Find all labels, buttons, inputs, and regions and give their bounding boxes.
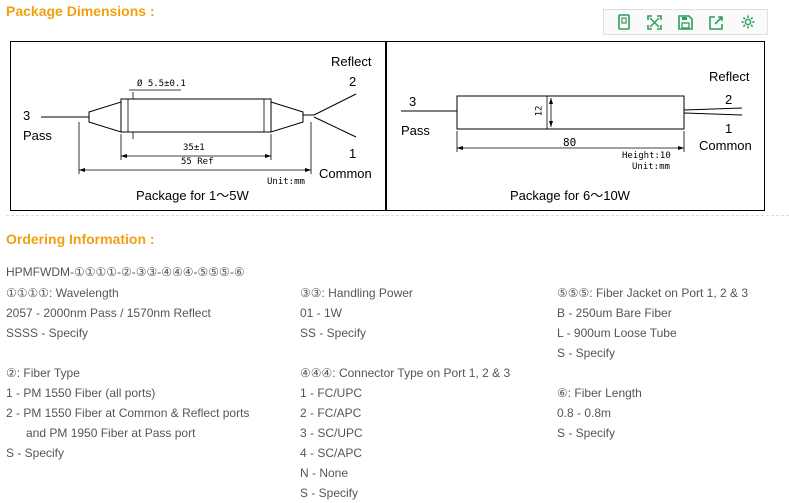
save-icon[interactable]: [675, 11, 697, 33]
port-2-label: 2: [725, 92, 733, 107]
ordering-column-1: ①①①①: Wavelength 2057 - 2000nm Pass / 15…: [6, 283, 249, 463]
connector-type-option: 1 - FC/UPC: [300, 386, 363, 400]
fiber-jacket-title: ⑤⑤⑤: Fiber Jacket on Port 1, 2 & 3: [557, 286, 749, 300]
connector-type-option: 2 - FC/APC: [300, 406, 362, 420]
fiber-type-title: ②: Fiber Type: [6, 366, 80, 380]
overall-length-dimension: 55 Ref: [181, 157, 214, 167]
package-6-10w-figure: Reflect 2 3 Pass 1 Common 12 80 Height:1…: [386, 41, 765, 211]
connector-type-option: 3 - SC/UPC: [300, 426, 363, 440]
port-2-label: 2: [349, 74, 357, 89]
pass-label: Pass: [23, 128, 52, 143]
height-note: Height:10: [622, 151, 671, 161]
common-label: Common: [699, 138, 752, 153]
connector-type-title: ④④④: Connector Type on Port 1, 2 & 3: [300, 366, 511, 380]
fiber-type-option: S - Specify: [6, 446, 65, 460]
ordering-column-3: ⑤⑤⑤: Fiber Jacket on Port 1, 2 & 3 B - 2…: [557, 283, 748, 443]
fiber-length-title: ⑥: Fiber Length: [557, 386, 642, 400]
package-6-10w-caption: Package for 6～10W: [510, 188, 630, 203]
package-6-10w-drawing: [401, 95, 743, 152]
port-3-label: 3: [409, 94, 417, 109]
spacer: [557, 363, 748, 383]
spacer: [6, 343, 249, 363]
height-dimension: 12: [534, 105, 545, 117]
fiber-type-option-continued: and PM 1950 Fiber at Pass port: [6, 426, 196, 440]
ordering-information-heading: Ordering Information :: [6, 231, 155, 247]
package-1-5w-drawing: [41, 89, 357, 174]
wavelength-title: ①①①①: Wavelength: [6, 286, 119, 300]
handling-power-title: ③③: Handling Power: [300, 286, 413, 300]
fiber-length-option: S - Specify: [557, 426, 616, 440]
share-icon[interactable]: [706, 11, 728, 33]
port-1-label: 1: [349, 146, 357, 161]
connector-type-option: 4 - SC/APC: [300, 446, 363, 460]
document-icon[interactable]: [613, 11, 635, 33]
wavelength-option: SSSS - Specify: [6, 326, 89, 340]
section-divider: [6, 215, 789, 216]
connector-type-option: N - None: [300, 466, 349, 480]
image-toolbar: [603, 9, 768, 35]
package-1-5w-figure: Reflect 2 3 Pass 1 Common Ø 5.5±0.1 35±1…: [10, 41, 386, 211]
body-length-dimension: 35±1: [183, 143, 205, 153]
fiber-type-option: 1 - PM 1550 Fiber (all ports): [6, 386, 156, 400]
expand-icon[interactable]: [644, 11, 666, 33]
package-1-5w-caption: Package for 1～5W: [136, 188, 249, 203]
part-number-template: HPMFWDM-①①①①-②-③③-④④④-⑤⑤⑤-⑥: [6, 265, 245, 279]
connector-type-option: S - Specify: [300, 486, 359, 500]
diameter-dimension: Ø 5.5±0.1: [137, 79, 186, 89]
length-dimension: 80: [563, 136, 577, 149]
fiber-length-option: 0.8 - 0.8m: [557, 406, 612, 420]
port-3-label: 3: [23, 108, 31, 123]
fiber-jacket-option: S - Specify: [557, 346, 616, 360]
fiber-jacket-option: L - 900um Loose Tube: [557, 326, 677, 340]
ordering-column-2: ③③: Handling Power 01 - 1W SS - Specify …: [300, 283, 510, 503]
reflect-label: Reflect: [709, 69, 750, 84]
unit-note: Unit:mm: [632, 162, 670, 172]
handling-power-option: 01 - 1W: [300, 306, 343, 320]
fiber-jacket-option: B - 250um Bare Fiber: [557, 306, 672, 320]
common-label: Common: [319, 166, 372, 181]
handling-power-option: SS - Specify: [300, 326, 367, 340]
port-1-label: 1: [725, 121, 733, 136]
package-dimensions-heading: Package Dimensions :: [6, 3, 155, 19]
pass-label: Pass: [401, 123, 430, 138]
unit-note: Unit:mm: [267, 177, 305, 187]
fiber-type-option: 2 - PM 1550 Fiber at Common & Reflect po…: [6, 406, 250, 420]
spacer: [300, 343, 510, 363]
wavelength-option: 2057 - 2000nm Pass / 1570nm Reflect: [6, 306, 211, 320]
reflect-label: Reflect: [331, 54, 372, 69]
settings-icon[interactable]: [737, 11, 759, 33]
